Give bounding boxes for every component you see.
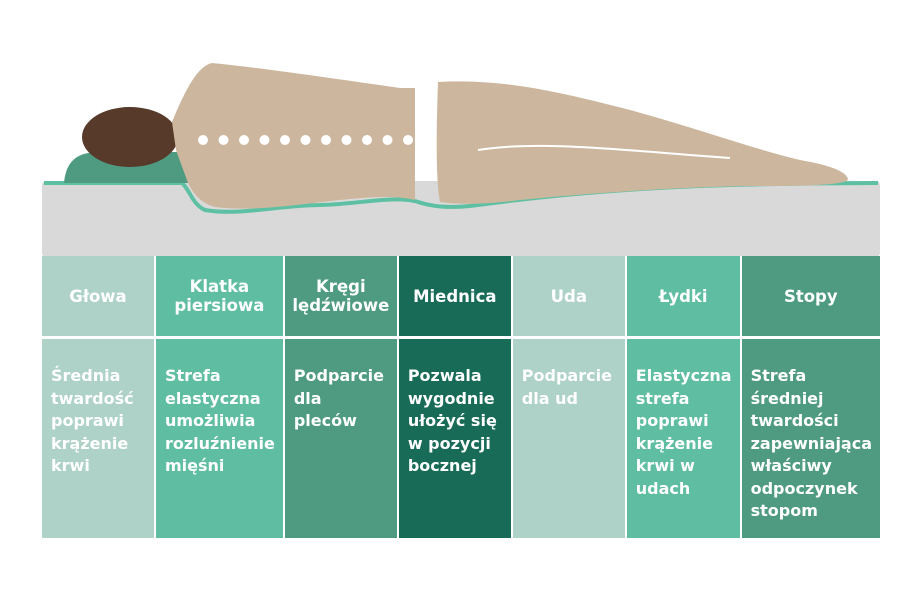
spine-dot bbox=[259, 135, 270, 145]
zone-description: Strefa średniej twardości zapewniająca w… bbox=[750, 366, 873, 520]
zone-lumbar: Kręgi lędźwiowe Podparcie dla pleców bbox=[284, 256, 399, 538]
zone-calves: Łydki Elastyczna strefa poprawi krążenie… bbox=[626, 256, 742, 538]
zone-description: Średnia twardość poprawi krążenie krwi bbox=[51, 366, 134, 475]
spine-dot bbox=[321, 135, 331, 145]
zone-title: Klatka piersiowa bbox=[174, 277, 265, 315]
torso bbox=[172, 63, 415, 209]
spine-dot bbox=[362, 135, 372, 145]
leg-fold bbox=[477, 144, 731, 159]
zone-head: Głowa Średnia twardość poprawi krążenie … bbox=[42, 256, 156, 538]
zone-divider bbox=[741, 336, 880, 339]
spine-dot bbox=[300, 135, 311, 145]
spine-dot bbox=[198, 135, 208, 145]
spine-dot bbox=[218, 135, 229, 145]
spine-dots bbox=[198, 135, 413, 145]
zones-table: Głowa Średnia twardość poprawi krążenie … bbox=[42, 256, 880, 538]
spine-dot bbox=[341, 135, 352, 145]
zone-divider bbox=[512, 336, 625, 339]
zone-description: Pozwala wygodnie ułożyć się w pozycji bo… bbox=[407, 366, 497, 475]
zone-description: Podparcie dla pleców bbox=[293, 366, 384, 430]
zone-pelvis: Miednica Pozwala wygodnie ułożyć się w p… bbox=[398, 256, 513, 538]
zone-feet: Stopy Strefa średniej twardości zapewnia… bbox=[741, 256, 880, 538]
zone-thighs: Uda Podparcie dla ud bbox=[512, 256, 627, 538]
zone-title: Stopy bbox=[783, 286, 838, 306]
zone-chest: Klatka piersiowa Strefa elastyczna umożl… bbox=[155, 256, 285, 538]
hip-and-legs bbox=[436, 81, 848, 204]
spine-dot bbox=[382, 135, 393, 145]
zone-divider bbox=[284, 336, 397, 339]
zone-title: Uda bbox=[550, 286, 587, 306]
spine-dot bbox=[239, 135, 249, 145]
zone-title: Miednica bbox=[413, 286, 497, 306]
sleeper-illustration bbox=[42, 63, 880, 257]
zone-title: Łydki bbox=[658, 286, 708, 306]
zone-divider bbox=[398, 336, 511, 339]
zone-description: Strefa elastyczna umożliwia rozluźnienie… bbox=[164, 366, 275, 475]
zone-title: Głowa bbox=[69, 286, 127, 306]
zone-title: Kręgi lędźwiowe bbox=[292, 277, 390, 315]
zone-divider bbox=[626, 336, 740, 339]
spine-dot bbox=[280, 135, 290, 145]
head bbox=[82, 107, 178, 167]
zone-divider bbox=[155, 336, 283, 339]
spine-dot bbox=[403, 135, 413, 145]
zone-description: Podparcie dla ud bbox=[521, 366, 612, 408]
zone-divider bbox=[42, 336, 154, 339]
zone-description: Elastyczna strefa poprawi krążenie krwi … bbox=[635, 366, 732, 498]
